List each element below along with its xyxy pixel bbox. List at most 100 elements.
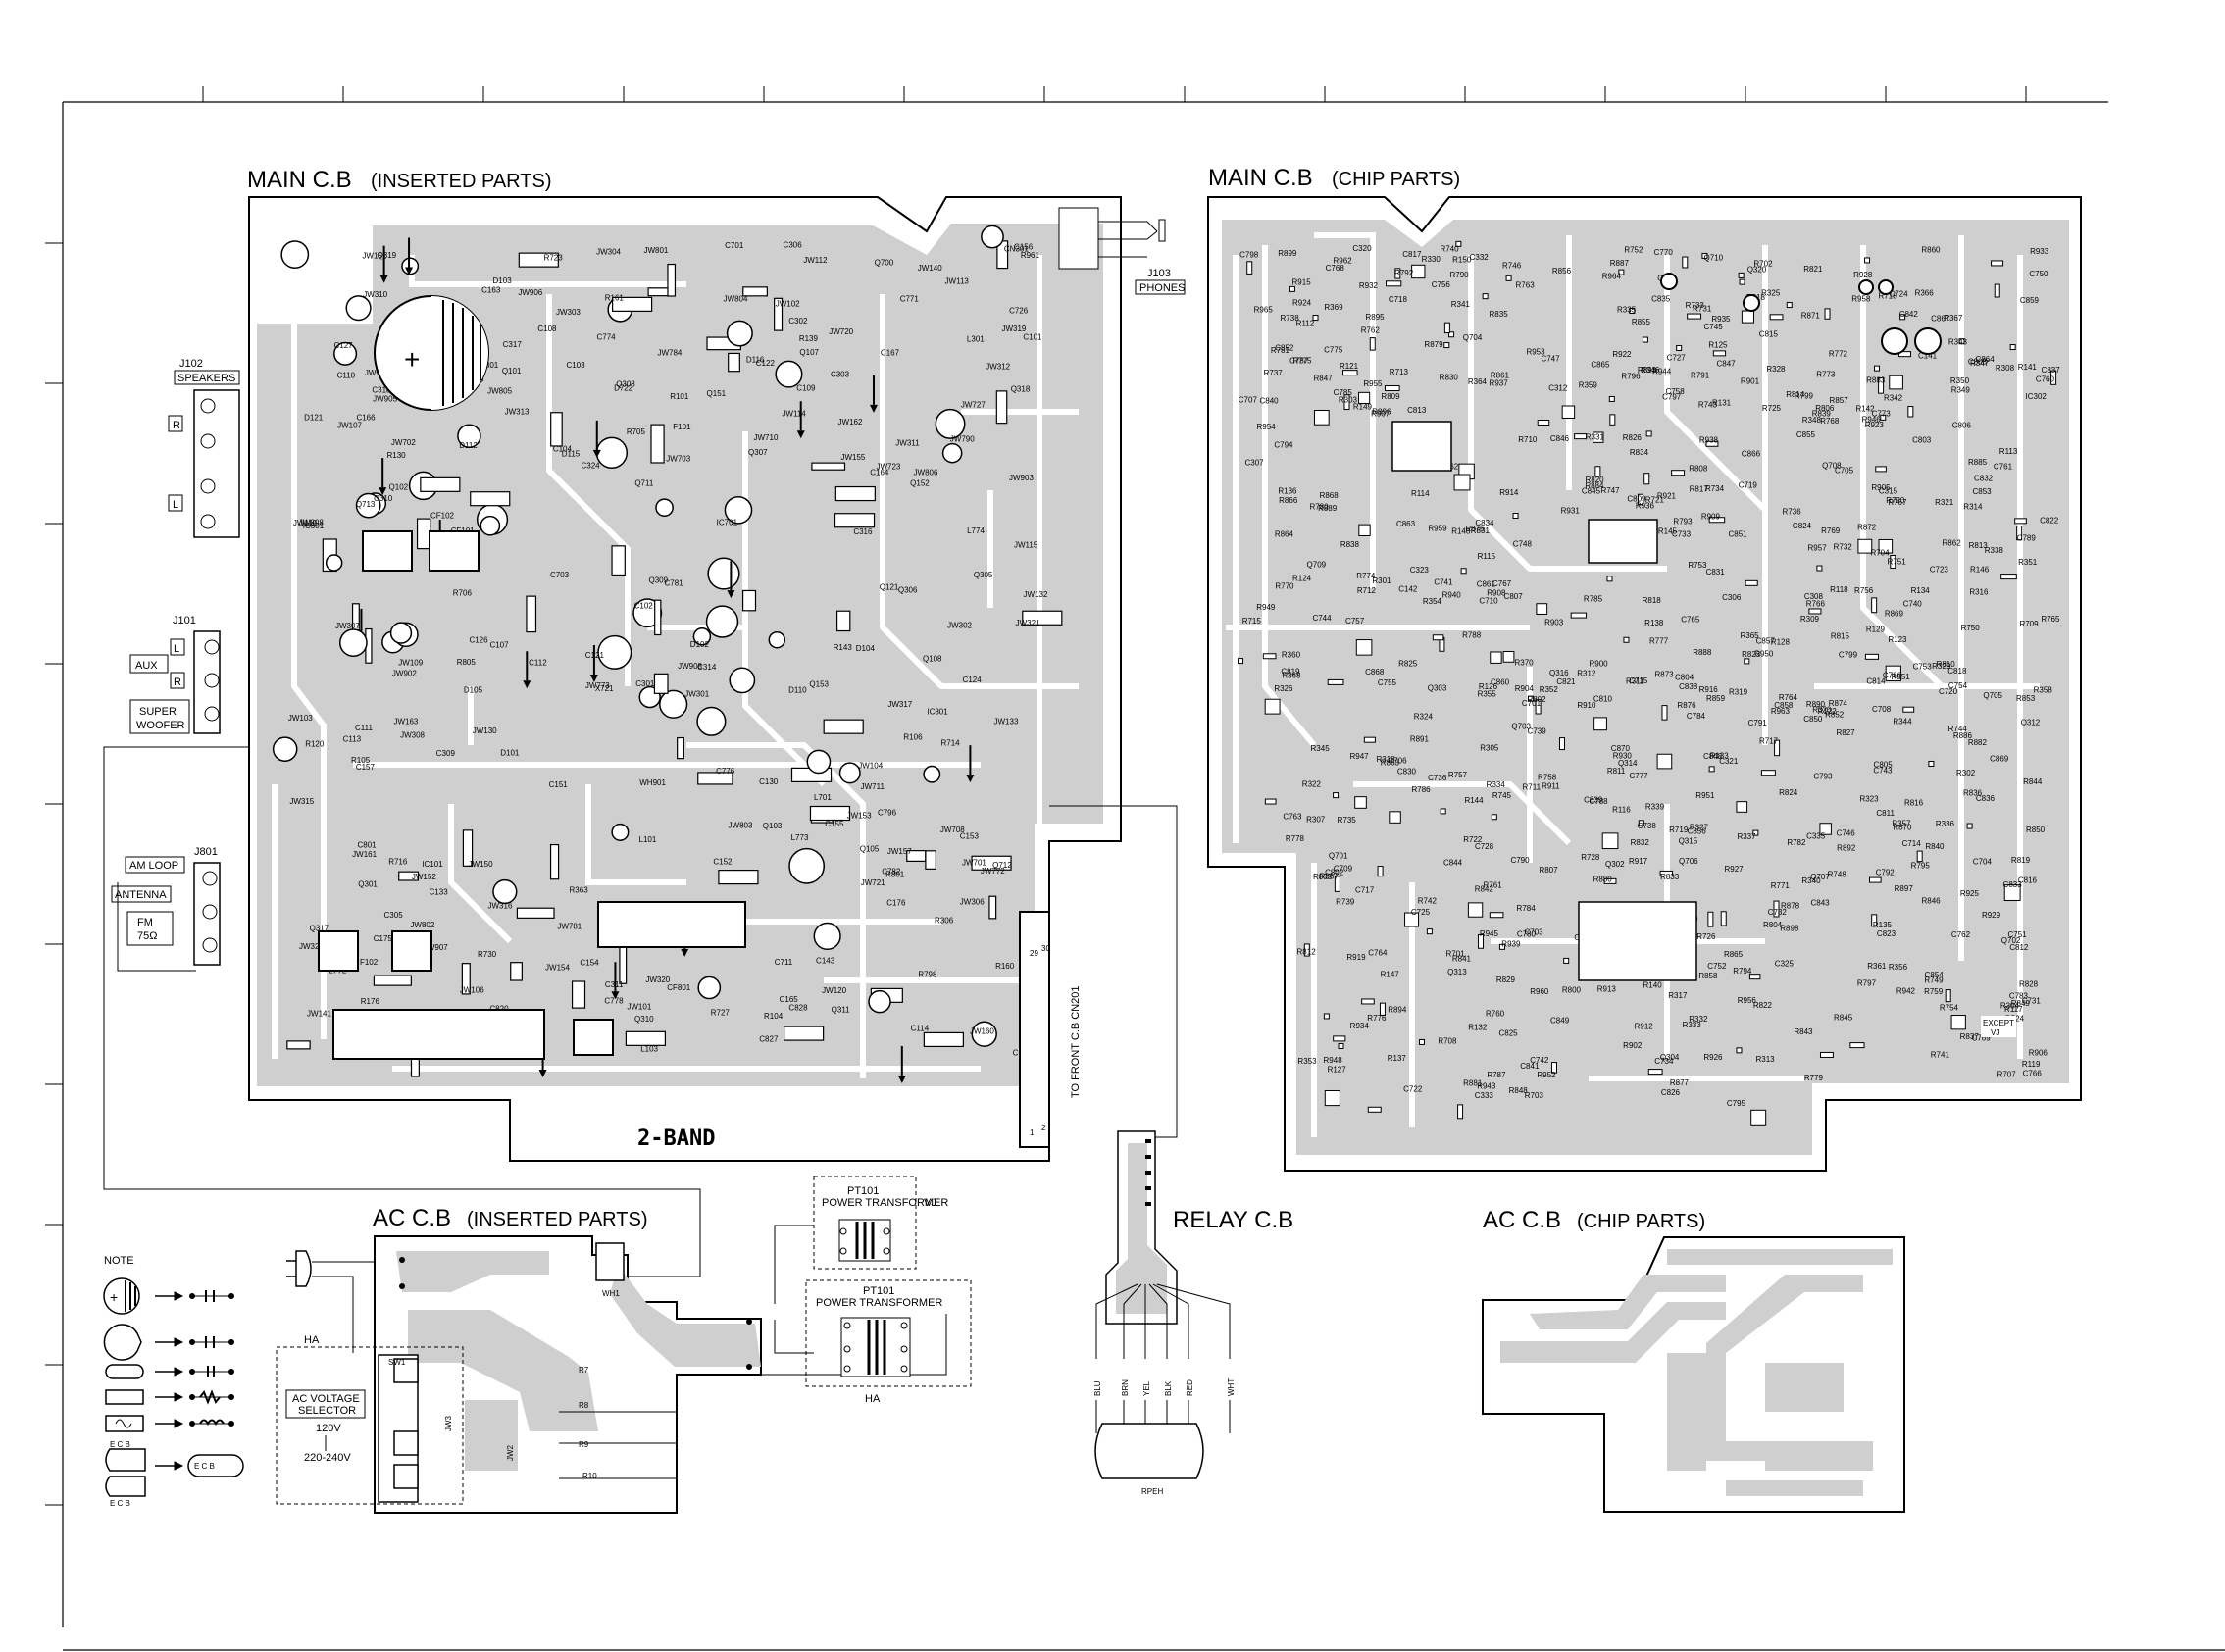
part-label: C153 <box>960 832 980 841</box>
chip-part-label: R138 <box>1644 619 1664 627</box>
part-label: C166 <box>356 413 376 422</box>
part-label: D722 <box>614 383 633 392</box>
chip-part-label: R334 <box>1487 780 1506 789</box>
chip-part-label: C753 <box>1913 663 1933 672</box>
ha-tag: HA <box>865 1393 881 1405</box>
chip-part-label: R933 <box>2030 247 2049 256</box>
chip-part-label: R117 <box>2004 1005 2023 1014</box>
chip-part-label: R910 <box>1577 701 1596 710</box>
chip-part-label: R786 <box>1412 785 1432 794</box>
chip-part-label: Q710 <box>1704 254 1724 263</box>
part-label: C122 <box>756 359 776 368</box>
chip-part-label: R719 <box>1669 826 1689 834</box>
chip-part-label: C856 <box>1688 826 1707 835</box>
chip-part-label: R917 <box>1629 857 1648 866</box>
part-label: D104 <box>856 644 876 653</box>
chip-part-label: R928 <box>1853 271 1873 279</box>
ac-plug-icon <box>286 1250 312 1287</box>
chip-part-label: R715 <box>1242 617 1262 626</box>
part-label: JW107 <box>337 421 362 429</box>
chip-part-label: R319 <box>1729 688 1748 697</box>
chip-part-label: R932 <box>1359 281 1379 290</box>
part-label: R798 <box>918 971 937 979</box>
chip-part-label: C840 <box>1259 396 1279 405</box>
chip-part-label: R340 <box>1801 876 1821 885</box>
chip-part-label: R846 <box>1922 896 1942 905</box>
part-label: Q153 <box>809 679 829 688</box>
part-label: C317 <box>503 340 523 349</box>
part-label: R101 <box>670 392 689 401</box>
sw1-label: SW1 <box>388 1358 406 1367</box>
part-label: JW133 <box>994 717 1019 726</box>
chip-part-label: Q304 <box>1660 1053 1680 1062</box>
part-label: C154 <box>580 958 599 967</box>
chip-part-label: R881 <box>1463 1078 1483 1087</box>
part-label: JW114 <box>782 409 806 418</box>
part-label: WH901 <box>639 778 666 787</box>
chip-part-label: R831 <box>1471 526 1491 535</box>
part-label: JW317 <box>887 700 912 709</box>
chip-part-label: Q707 <box>1810 873 1830 881</box>
part-label: R139 <box>799 334 819 343</box>
v220-label: 220-240V <box>304 1452 351 1464</box>
chip-part-label: R366 <box>1915 288 1935 297</box>
chip-part-label: R793 <box>1673 517 1693 526</box>
part-label: JW808 <box>299 519 324 527</box>
chip-part-label: C770 <box>1654 248 1674 257</box>
chip-part-label: C335 <box>1806 831 1826 840</box>
chip-part-label: R810 <box>1937 660 1956 669</box>
vj-tag: VJ <box>924 1197 936 1209</box>
chip-part-label: R332 <box>1689 1015 1708 1024</box>
relay-wire-label: BLK <box>1164 1380 1173 1396</box>
chip-part-label: R722 <box>1463 835 1483 844</box>
chip-part-label: R758 <box>1538 773 1557 781</box>
part-label: C801 <box>357 841 377 850</box>
main-inserted-title: MAIN C.B <box>247 167 352 193</box>
chip-part-label: C741 <box>1434 577 1453 586</box>
chip-part-label: R123 <box>1888 635 1907 644</box>
part-label: JW141 <box>307 1010 331 1019</box>
chip-part-label: R837 <box>1960 1032 1980 1041</box>
part-label: JW160 <box>970 1026 994 1035</box>
chip-part-label: R125 <box>1708 341 1728 350</box>
chip-part-label: R842 <box>1475 885 1494 894</box>
chip-part-label: R889 <box>1318 504 1338 513</box>
chip-part-label: R863 <box>1381 758 1400 767</box>
part-label: JW320 <box>645 976 670 984</box>
chip-part-label: R934 <box>1350 1022 1370 1030</box>
chip-part-label: C831 <box>1706 568 1726 576</box>
chip-part-label: C715 <box>1629 676 1648 685</box>
part-label: JW153 <box>847 812 872 821</box>
chip-part-label: R122 <box>1818 707 1838 716</box>
part-label: JW903 <box>1009 474 1034 482</box>
chip-part-label: R797 <box>1857 978 1877 987</box>
interboard-wires <box>103 746 1178 1277</box>
chip-part-label: R845 <box>1834 1013 1853 1022</box>
part-label: JW311 <box>895 438 920 447</box>
chip-part-label: C767 <box>1492 579 1512 588</box>
chip-part-label: C795 <box>1727 1099 1746 1108</box>
chip-part-label: R780 <box>1309 503 1329 512</box>
chip-part-label: R352 <box>1540 685 1559 694</box>
chip-part-label: R954 <box>1256 423 1276 431</box>
chip-part-label: R134 <box>1911 586 1931 595</box>
part-label: C828 <box>788 1004 808 1013</box>
chip-part-label: R748 <box>1828 870 1847 878</box>
chip-part-label: R868 <box>1320 491 1340 500</box>
chip-part-label: R839 <box>1812 410 1832 419</box>
part-label: JW103 <box>288 714 313 723</box>
chip-part-label: R958 <box>1851 295 1871 304</box>
chip-part-label: Q708 <box>1822 461 1842 470</box>
chip-part-label: R349 <box>1951 385 1971 394</box>
part-label: C102 <box>634 601 654 610</box>
part-label: R104 <box>764 1012 784 1021</box>
main-inserted-traces <box>272 255 1079 1078</box>
part-label: Q301 <box>358 879 378 888</box>
part-label: C156 <box>1014 242 1034 251</box>
chip-part-label: C838 <box>1679 682 1698 691</box>
part-label: JW110 <box>293 519 318 527</box>
part-label: C175 <box>374 934 393 943</box>
chip-part-label: R314 <box>1963 503 1983 512</box>
part-label: L101 <box>639 835 657 844</box>
chip-part-label: C725 <box>1411 908 1431 917</box>
